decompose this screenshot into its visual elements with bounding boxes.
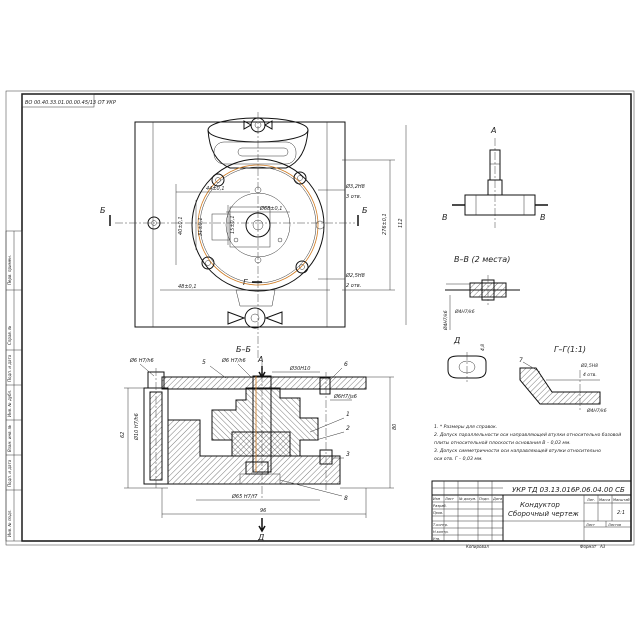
rotated-code-box: ВО 00.40.33.01.00.00.45/13 ОТ УКР — [21, 93, 116, 108]
margin-label-4: Инв. № дубл. — [7, 390, 12, 417]
margin-label-3: Подп. и дата — [7, 354, 12, 382]
tb-row-list: Лист — [444, 497, 455, 501]
view-arrow-a: А — [257, 355, 263, 364]
dim-top-right: Ø30Н10 — [289, 365, 310, 372]
section-gg-title: Г–Г(1:1) — [554, 345, 586, 354]
view-a-mark-left: В — [442, 213, 448, 222]
tb-row-sign: Подп. — [479, 497, 490, 501]
dim-hole-bot-count: 2 отв. — [346, 283, 361, 289]
tb-role-5: Утв. — [433, 537, 440, 541]
tb-role-2: Пров. — [433, 511, 443, 515]
section-vv-dim1: Ø4Н7/k6 — [442, 310, 449, 331]
dim-overall-width: 96 — [260, 508, 266, 514]
view-a: А В В — [442, 126, 548, 228]
tb-row-izm: Изм — [433, 497, 440, 501]
margin-label-7: Инв. № подл. — [7, 509, 12, 537]
callout-8: 8 — [344, 495, 348, 502]
section-bb-title: Б–Б — [236, 345, 251, 354]
dim-15: 15±0,1 — [230, 215, 236, 234]
left-margin-strip: Перв. примен. Справ. № Подп. и дата Инв.… — [5, 230, 23, 542]
note-line-2: 2. Допуск параллельности оси направляюще… — [434, 432, 621, 438]
section-gg-dim3: Ø4Н7/k6 — [586, 407, 607, 414]
section-mark-right: Б — [362, 206, 368, 215]
section-mark-bottom: Г — [243, 278, 248, 287]
section-vv-title: В–В (2 места) — [454, 255, 510, 264]
tb-sheet: Лист — [585, 523, 596, 527]
dim-hole-top: Ø3,2Н8 — [345, 183, 365, 190]
dim-31: 31±0,1 — [198, 217, 204, 236]
note-line-3: плиты относительной плоскости основания … — [434, 440, 571, 446]
margin-label-6: Подп. и дата — [7, 459, 12, 487]
view-a-mark-right: В — [540, 213, 546, 222]
dim-hole-top-count: 3 отв. — [346, 194, 361, 200]
footer-format: Формат — [580, 544, 597, 549]
dim-276: 276±0,1 — [382, 213, 388, 235]
tb-role-3: Т.контр. — [433, 523, 448, 527]
section-vv: В–В (2 места) Ø4Н7/k6 Ø4Н7/k6 — [442, 255, 520, 331]
tb-row-date: Дата — [492, 497, 502, 501]
section-gg-dim1: Ø2,5Н8 — [580, 362, 598, 369]
margin-label-5: Взам. инв. № — [7, 425, 12, 452]
callout-1: 1 — [346, 411, 350, 418]
view-d: Д 4,8 — [447, 336, 487, 382]
callout-6: 6 — [344, 361, 348, 368]
tb-name-line2: Сборочный чертеж — [508, 510, 579, 518]
view-a-title: А — [490, 126, 496, 135]
note-line-5: оси отв. Г – 0,03 мм. — [434, 456, 483, 462]
view-d-dim: 4,8 — [480, 344, 486, 351]
dim-68: Ø68±0,1 — [259, 205, 282, 212]
dim-height-left: 62 — [120, 432, 126, 438]
tb-scale-value: 2:1 — [617, 510, 625, 516]
rotated-code-text: ВО 00.40.33.01.00.00.45/13 ОТ УКР — [25, 100, 116, 106]
margin-label-2: Справ. № — [7, 326, 12, 345]
dim-top-left: Ø6 Н7/h6 — [129, 357, 154, 364]
dim-48: 48±0,1 — [178, 284, 197, 290]
dim-height-right: 80 — [392, 424, 398, 430]
title-block: Изм Лист № докум. Подп. Дата Разраб. Про… — [431, 480, 632, 542]
callout-5: 5 — [202, 359, 206, 366]
section-bb: Б–Б А 62 80 96 — [120, 345, 398, 542]
footer-format-value: А3 — [599, 544, 606, 549]
section-gg-dim2: 4 отв. — [583, 372, 597, 378]
callout-3: 3 — [346, 451, 350, 458]
section-gg-leader: 7 — [519, 357, 523, 364]
dim-hole-bot: Ø2,5Н8 — [345, 272, 365, 279]
note-line-4: 3. Допуск симметричности оси направляюще… — [434, 448, 601, 454]
view-d-title: Д — [453, 336, 460, 345]
dim-112: 112 — [398, 218, 404, 228]
section-vv-dim2: Ø4Н7/k6 — [454, 308, 475, 315]
tb-lit: Лит. — [586, 498, 595, 502]
dim-40: 40±0,1 — [178, 216, 184, 235]
tb-row-doc: № докум. — [458, 497, 476, 501]
section-mark-left: Б — [100, 206, 106, 215]
callout-2: 2 — [346, 425, 350, 432]
dim-right-side: Ø6Н7/js6 — [333, 393, 357, 400]
footer-copied: Копировал — [466, 544, 489, 549]
tb-role-1: Разраб. — [433, 504, 447, 508]
view-arrow-d: Д — [257, 533, 264, 542]
dim-bottom-center: Ø65 Н7/f7 — [231, 493, 258, 500]
dim-top-mid: Ø6 Н7/h6 — [221, 357, 246, 364]
margin-label-1: Перв. примен. — [7, 255, 12, 285]
tb-name-line1: Кондуктор — [520, 501, 560, 509]
note-line-1: 1. * Размеры для справок. — [434, 424, 497, 430]
dim-left-side: Ø10 Н7/h6 — [133, 413, 140, 441]
dim-44: 44±0,1 — [206, 186, 225, 192]
technical-notes: 1. * Размеры для справок. 2. Допуск пара… — [434, 424, 621, 462]
tb-scale-header: Масштаб — [613, 498, 630, 502]
tb-role-4: Н.контр. — [433, 530, 449, 534]
section-gg: Г–Г(1:1) 7 Ø2,5Н8 4 отв. Ø4Н7/k6 — [519, 345, 607, 414]
tb-mass: Масса — [599, 498, 610, 502]
main-plan-view: 44±0,1 40±0,1 31±0,1 15±0,1 Ø68±0,1 48±0… — [100, 112, 407, 360]
tb-sheets: Листов — [607, 523, 621, 527]
tb-drawing-code: УКР ТД 03.13.016Р.06.04.00 СБ — [512, 486, 625, 494]
